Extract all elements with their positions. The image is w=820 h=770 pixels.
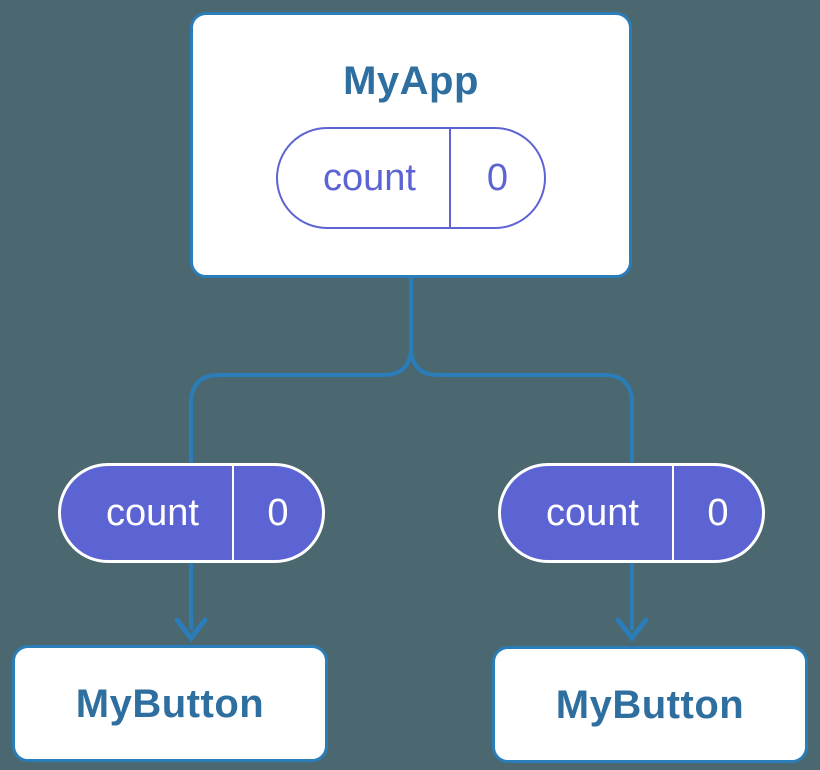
- prop-name-label: count: [501, 466, 674, 560]
- prop-value-label: 0: [267, 492, 289, 534]
- myapp-card-title: MyApp: [343, 59, 479, 103]
- right-prop-pill: count 0: [498, 463, 765, 563]
- state-value-label: 0: [486, 157, 509, 199]
- mybutton-card-left: MyButton: [12, 645, 328, 762]
- prop-name-label: count: [61, 466, 234, 560]
- prop-value-label: 0: [707, 492, 729, 534]
- mybutton-card-right: MyButton: [492, 646, 808, 763]
- left-prop-pill: count 0: [58, 463, 325, 563]
- mybutton-card-title: MyButton: [555, 682, 745, 727]
- left-arrowhead-icon: [174, 617, 208, 643]
- right-branch-line: [409, 346, 634, 630]
- mybutton-card-title: MyButton: [75, 681, 265, 726]
- root-state-pill: count 0: [276, 127, 546, 229]
- right-arrowhead-icon: [615, 617, 649, 643]
- state-name-label: count: [278, 129, 451, 227]
- myapp-card: MyApp count 0: [190, 12, 632, 278]
- left-branch-line: [189, 346, 413, 630]
